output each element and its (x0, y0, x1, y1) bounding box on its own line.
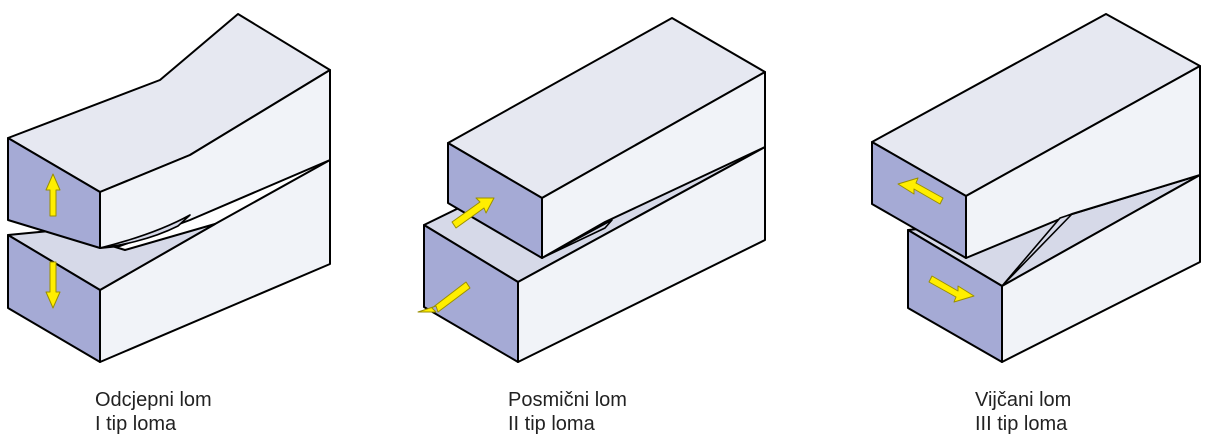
mode-2-title: Posmični lom (508, 389, 627, 411)
mode-2-caption: Posmični lom II tip loma (508, 388, 627, 436)
mode-3-crack-tip (1001, 213, 1073, 287)
mode-3-tearing-block (871, 13, 1201, 363)
arrow-down-icon (45, 261, 61, 309)
mode-1-caption: Odcjepni lom I tip loma (95, 388, 212, 436)
mode-1-subtitle: I tip loma (95, 413, 177, 435)
arrow-up-right-icon (451, 197, 495, 229)
mode-1-crack-tip (99, 214, 191, 249)
mode-2-upper-block (447, 17, 766, 259)
mode-3-caption: Vijčani lom III tip loma (975, 388, 1071, 436)
mode-3-title: Vijčani lom (975, 389, 1072, 411)
mode-1-title: Odcjepni lom (95, 389, 212, 411)
mode-2-crack-tip (541, 219, 613, 259)
arrow-up-icon (45, 173, 61, 217)
mode-3-upper-front-face (871, 141, 967, 259)
mode-2-sliding-block (417, 17, 766, 363)
mode-2-lower-front-face (423, 224, 519, 363)
mode-3-upper-block (871, 13, 1201, 287)
arrow-down-left-icon (417, 281, 471, 313)
arrow-left-icon (897, 177, 944, 205)
mode-2-subtitle: II tip loma (508, 413, 595, 435)
mode-1-opening-block (7, 13, 331, 363)
mode-3-subtitle: III tip loma (975, 413, 1068, 435)
arrow-right-icon (928, 275, 975, 303)
